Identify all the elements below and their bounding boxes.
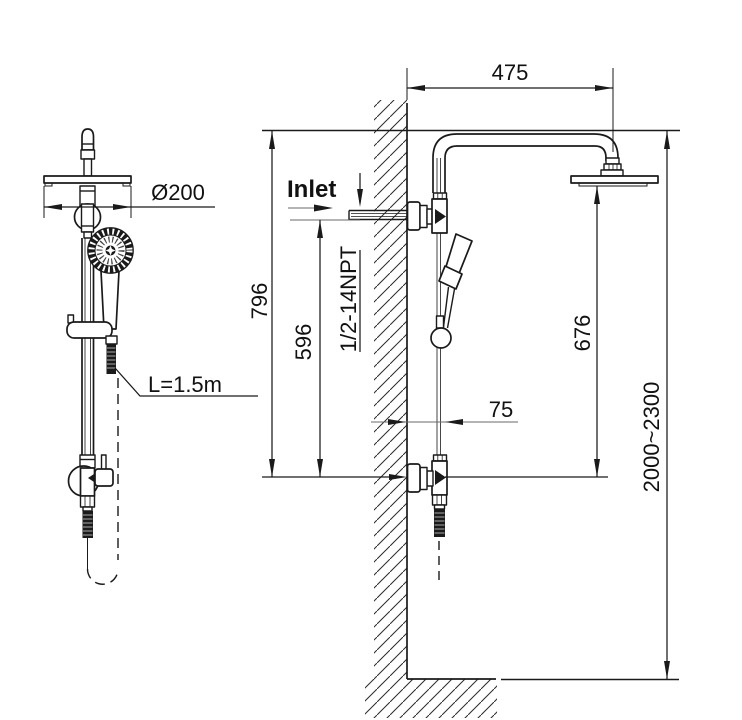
- dim-label-475: 475: [492, 60, 529, 85]
- head-plate: [570, 175, 659, 184]
- hand-shower-head: [438, 265, 463, 290]
- dim-label-596: 596: [291, 324, 316, 361]
- inlet-assembly: [348, 192, 448, 234]
- riser-pipe: [432, 133, 619, 455]
- bottom-diverter-front: [67, 454, 114, 538]
- dim-label-npt: 1/2-14NPT: [336, 246, 361, 352]
- dim-install-height: 2000~2300: [639, 131, 670, 679]
- diverter-lever: [94, 468, 114, 487]
- inlet-callout: Inlet: [287, 176, 336, 212]
- hand-shower-front: [87, 227, 134, 330]
- dim-label-diameter: Ø200: [151, 180, 205, 205]
- tee-cap: [432, 192, 448, 200]
- hose-nut: [431, 494, 448, 506]
- wall-flange-lower: [406, 463, 421, 493]
- side-view: [348, 100, 679, 718]
- hose-connector-front: [106, 344, 116, 374]
- dim-column-height: 796: [247, 131, 275, 477]
- check-valve-symbol: [435, 209, 446, 224]
- dim-inlet-height: 596: [290, 219, 360, 477]
- hand-shower-handle-front: [100, 270, 120, 330]
- dim-label-75: 75: [489, 397, 513, 422]
- dim-label-2000-2300: 2000~2300: [639, 382, 664, 493]
- wall-flange: [406, 201, 421, 231]
- shower-hose: [86, 344, 119, 585]
- dim-label-796: 796: [247, 283, 272, 320]
- dim-head-diameter: Ø200: [43, 180, 215, 218]
- front-view: [43, 128, 134, 585]
- rain-shower-head-side: [570, 157, 659, 187]
- slider-ball: [430, 327, 452, 349]
- dim-label-inlet: Inlet: [287, 176, 336, 203]
- slide-rail: [81, 238, 95, 455]
- slider-bracket: [66, 314, 118, 345]
- hose-dashed-loop: [86, 568, 119, 585]
- dim-arm-reach: 475: [406, 60, 614, 152]
- slider-pin: [435, 315, 445, 329]
- dim-label-676: 676: [570, 315, 595, 352]
- dim-label-hose-length: L=1.5m: [148, 372, 222, 397]
- reference-lines: [262, 129, 680, 480]
- dimensions: 475 2000~2300 676 796: [43, 60, 670, 679]
- hand-shower-side: [430, 233, 473, 349]
- ball-joint: [73, 185, 102, 239]
- hose-connector: [434, 509, 445, 537]
- hose-length-callout: L=1.5m: [114, 367, 258, 397]
- dim-inlet-thread: 1/2-14NPT: [336, 173, 363, 352]
- dim-wall-offset: 75: [371, 397, 518, 425]
- wall-section: [365, 100, 679, 718]
- bottom-diverter-side: [406, 454, 448, 586]
- head-plate-front: [43, 175, 132, 184]
- rain-shower-head-front: [43, 175, 132, 187]
- top-cap: [80, 128, 96, 177]
- dim-head-clearance: 676: [570, 186, 600, 477]
- hose-nut-front: [79, 495, 96, 508]
